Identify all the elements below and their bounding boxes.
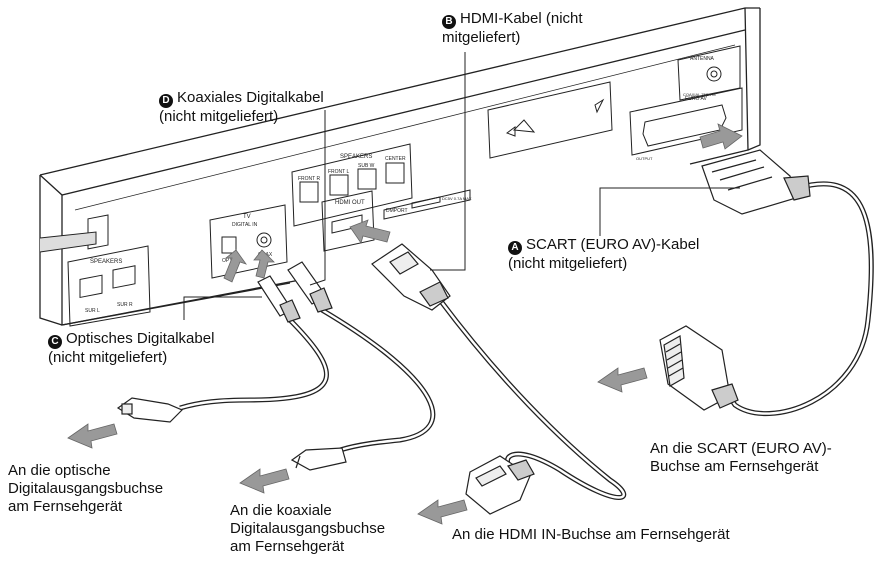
callout-a-line2: (nicht mitgeliefert) [508,255,627,272]
digital-in-label: DIGITAL IN [232,222,258,228]
antenna-label: ANTENNA [690,56,715,62]
dc5v-label: DC5V 0.7A MAX [442,196,472,201]
caption-coaxial-line2: Digitalausgangsbuchse [230,520,385,537]
callout-d-line1: Koaxiales Digitalkabel [177,89,324,106]
tv-label: TV [243,214,251,220]
speakers-left-label: SPEAKERS [90,259,122,265]
callout-b-line1: HDMI-Kabel (nicht [460,10,583,27]
speakers-left-block [68,215,150,326]
front-r-label: FRONT R [298,176,321,182]
leader-b [430,52,465,270]
front-l-label: FRONT L [328,169,350,175]
callout-coaxial-cable: D Koaxiales Digitalkabel (nicht mitgelief… [159,89,324,126]
caption-scart-line2: Buchse am Fernsehgerät [650,458,818,475]
callout-optical-cable: C Optisches Digitalkabel (nicht mitgelief… [48,330,214,367]
callout-d-line2: (nicht mitgeliefert) [159,108,278,125]
dmport-label: DMPORT [386,208,408,214]
arrow-optical-out [68,424,117,448]
coaxial-plug-tv [292,448,346,470]
caption-hdmi: An die HDMI IN-Buchse am Fernsehgerät [452,526,730,544]
caption-optical: An die optische Digitalausgangsbuchse am… [8,462,163,516]
output-label: OUTPUT [636,156,653,161]
callout-c-line1: Optisches Digitalkabel [66,330,214,347]
optical-plug-tv [118,398,182,422]
arrow-coax-out [240,469,289,493]
optical-plug-device [258,276,300,322]
caption-optical-line3: am Fernsehgerät [8,498,122,515]
caption-coaxial-line3: am Fernsehgerät [230,538,344,555]
callout-scart-cable: A SCART (EURO AV)-Kabel (nicht mitgeliefe… [508,236,699,273]
hdmi-plug-tv [466,456,534,514]
arrow-optical-in [224,250,246,282]
subw-label: SUB W [358,163,375,169]
euro-av-label: EURO AV [685,96,708,102]
scart-cable [725,184,871,414]
caption-coaxial: An die koaxiale Digitalausgangsbuchse am… [230,502,385,556]
caption-optical-line2: Digitalausgangsbuchse [8,480,163,497]
hdmi-plug-device [372,244,450,310]
badge-d: D [159,94,173,108]
caption-hdmi-line1: An die HDMI IN-Buchse am Fernsehgerät [452,526,730,543]
callout-hdmi-cable: B HDMI-Kabel (nicht mitgeliefert) [442,10,583,47]
hdmi-out-label: HDMI OUT [335,200,365,206]
speakers-top-label: SPEAKERS [340,154,372,160]
caption-scart-line1: An die SCART (EURO AV)- [650,440,832,457]
caption-optical-line1: An die optische [8,462,111,479]
callout-b-line2: mitgeliefert) [442,29,520,46]
callout-a-line1: SCART (EURO AV)-Kabel [526,236,699,253]
arrow-hdmi-out [418,500,467,524]
sur-l-label: SUR L [85,308,100,314]
scart-plug-device [702,150,810,214]
badge-c: C [48,335,62,349]
badge-a: A [508,241,522,255]
scart-plug-tv [660,326,738,410]
caption-coaxial-line1: An die koaxiale [230,502,332,519]
callout-c-line2: (nicht mitgeliefert) [48,349,167,366]
warning-plate [488,82,612,158]
arrow-scart-out [598,368,647,392]
center-label: CENTER [385,156,406,162]
sur-r-label: SUR R [117,302,133,308]
badge-b: B [442,15,456,29]
arrow-scart-in [700,124,742,149]
caption-scart: An die SCART (EURO AV)- Buchse am Fernse… [650,440,832,476]
